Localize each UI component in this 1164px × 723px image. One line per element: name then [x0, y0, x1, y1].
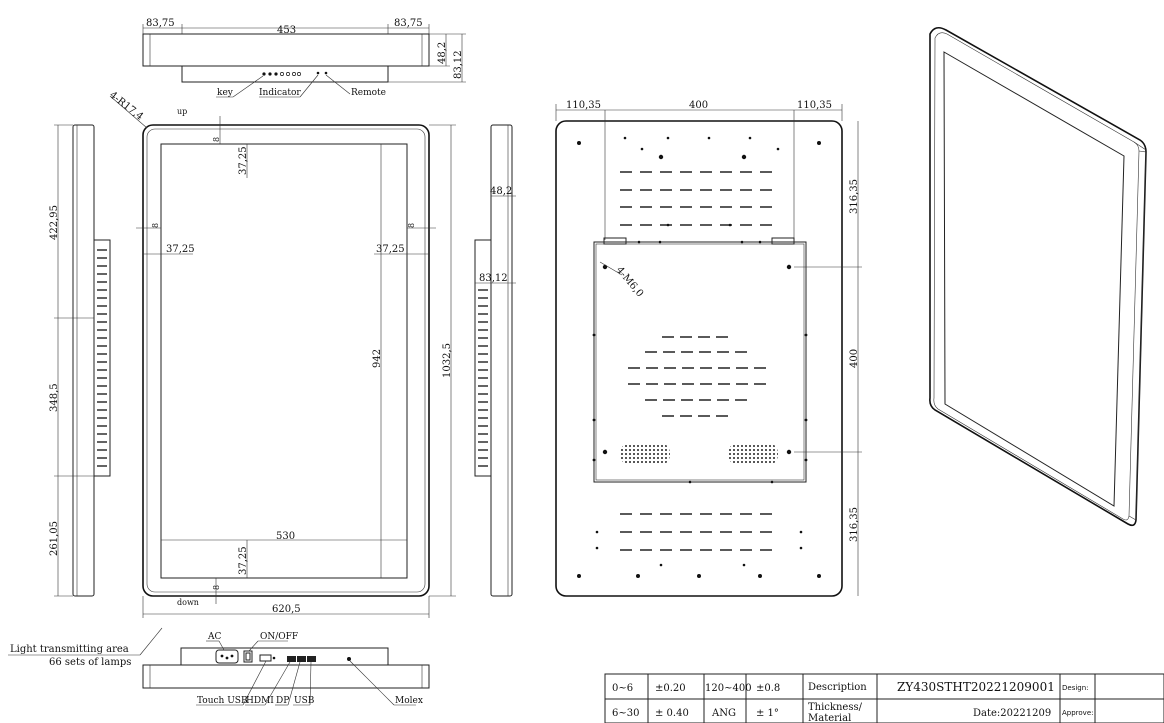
tb-r2-c2: ± 0.40: [655, 708, 689, 719]
top-bezel-dim: 8: [212, 137, 221, 142]
top-view-body: [142, 33, 430, 67]
back-top-dots: [577, 136, 821, 227]
top-dim-left: 83,75: [146, 18, 175, 29]
back-dim-left: 110,35: [566, 100, 601, 111]
tb-r2-c7: Date:20221209: [973, 708, 1051, 719]
back-view: 110,35 400 110,35: [555, 100, 862, 597]
screen-height-dim: 942: [372, 349, 383, 368]
back-vesa-box: [593, 241, 807, 483]
tb-r1-c6: ZY430STHT20221209001: [897, 680, 1055, 694]
tb-r2-c1: 6~30: [612, 708, 639, 719]
up-label: up: [177, 107, 187, 116]
left-dim-348-5: 348,5: [49, 383, 60, 412]
tb-r1-c7: Design:: [1062, 684, 1089, 692]
tb-r2-c5: Thickness/: [808, 702, 863, 713]
dp-port: [297, 656, 306, 662]
label-hdmi: HDMI: [246, 696, 274, 706]
back-vdim-center: 400: [849, 349, 860, 368]
touch-usb-port: [259, 654, 272, 662]
left-screen-offset: 37,25: [166, 244, 195, 255]
label-touch-usb: Touch USB: [197, 696, 248, 706]
top-view: 83,75 453 83,75 48,2 83,12 key Indicator…: [142, 18, 466, 98]
back-vdim-top: 316,35: [849, 179, 860, 214]
right-dim-48-2: 48,2: [490, 186, 512, 197]
back-outer-frame: [555, 120, 843, 597]
left-side-vents: [97, 249, 107, 467]
left-dim-261-05: 261,05: [49, 521, 60, 556]
label-on-off: ON/OFF: [260, 632, 298, 642]
light-area-callout: Light transmitting area 66 sets of lamps: [8, 627, 163, 668]
right-side-back: [474, 239, 492, 477]
right-side-vents: [478, 289, 488, 467]
bottom-back-box: [180, 647, 389, 666]
top-screen-offset: 37,25: [238, 146, 249, 175]
light-area-line2: 66 sets of lamps: [49, 657, 131, 668]
tb-r1-c3: 120~400: [705, 683, 752, 694]
label-indicator: Indicator: [259, 88, 301, 98]
perspective-screen: [943, 51, 1125, 507]
key-buttons: [262, 71, 328, 76]
right-screen-offset: 37,25: [376, 244, 405, 255]
label-molex: Molex: [395, 696, 423, 706]
tb-r2-c8: Approve:: [1062, 709, 1094, 717]
hdmi-port: [287, 656, 296, 662]
usb-port: [307, 656, 316, 662]
left-side-body: [72, 124, 95, 597]
bottom-screen-offset: 37,25: [238, 546, 249, 575]
tb-r1-c5: Description: [808, 682, 867, 693]
label-ac: AC: [207, 632, 221, 642]
front-screen-area: [160, 143, 408, 579]
tb-r1-c1: 0~6: [612, 683, 633, 694]
top-dim-48-2: 48,2: [437, 42, 448, 64]
back-mount-holes: [592, 240, 808, 484]
ac-socket: [215, 649, 239, 664]
total-width-dim: 620,5: [272, 604, 301, 615]
down-label: down: [177, 598, 199, 607]
back-vdim-bottom: 316,35: [849, 507, 860, 542]
tb-r1-c2: ±0.20: [655, 683, 686, 694]
back-top-vents: [620, 171, 772, 226]
light-area-line1: Light transmitting area: [10, 644, 129, 655]
tb-r2-c6: Material: [808, 713, 851, 723]
top-dim-center: 453: [277, 25, 296, 36]
bottom-view: AC ON/OFF Touch USB HDMI DP USB Molex: [142, 632, 430, 706]
back-center-vents: [628, 336, 766, 417]
label-remote: Remote: [351, 88, 386, 98]
left-side-view: 422,95 348,5 261,05: [49, 124, 111, 597]
back-bottom-dots: [577, 530, 821, 578]
back-dim-center: 400: [689, 100, 708, 111]
screen-width-dim: 530: [276, 531, 295, 542]
tb-r2-c3: ANG: [711, 708, 736, 719]
back-dim-right: 110,35: [797, 100, 832, 111]
label-usb: USB: [294, 696, 315, 706]
back-bottom-vents: [620, 513, 772, 551]
perspective-view: [929, 26, 1147, 527]
top-view-back-box: [181, 65, 389, 83]
front-outer-frame: [142, 124, 430, 597]
molex-connector: [347, 657, 351, 661]
top-dim-83-12: 83,12: [453, 50, 464, 79]
left-bezel-dim: 8: [151, 223, 160, 228]
right-bezel-dim: 8: [407, 223, 416, 228]
power-switch: [243, 650, 253, 663]
speaker-right: [728, 443, 778, 465]
label-dp: DP: [276, 696, 289, 706]
total-height-dim: 1032,5: [442, 343, 453, 378]
tb-r2-c4: ± 1°: [756, 708, 779, 719]
title-block: 0~6 ±0.20 120~400 ±0.8 Description ZY430…: [604, 673, 1164, 723]
radius-label: 4-R17,4: [107, 90, 145, 123]
speaker-left: [620, 443, 670, 465]
right-side-view: 48,2 83,12: [474, 124, 516, 597]
bottom-frame: [142, 664, 430, 689]
left-dim-422-95: 422,95: [49, 205, 60, 240]
left-side-back: [93, 239, 111, 477]
label-key: key: [217, 88, 234, 98]
right-dim-83-12: 83,12: [479, 273, 508, 284]
bottom-bezel-dim: 8: [212, 585, 221, 590]
tb-r1-c4: ±0.8: [756, 683, 780, 694]
front-view: 4-R17,4 up 8 37,25 8 37,25 8 37,25 942 5…: [107, 90, 456, 618]
top-dim-right: 83,75: [394, 18, 423, 29]
back-hole-label: 4-M6,0: [614, 265, 645, 300]
